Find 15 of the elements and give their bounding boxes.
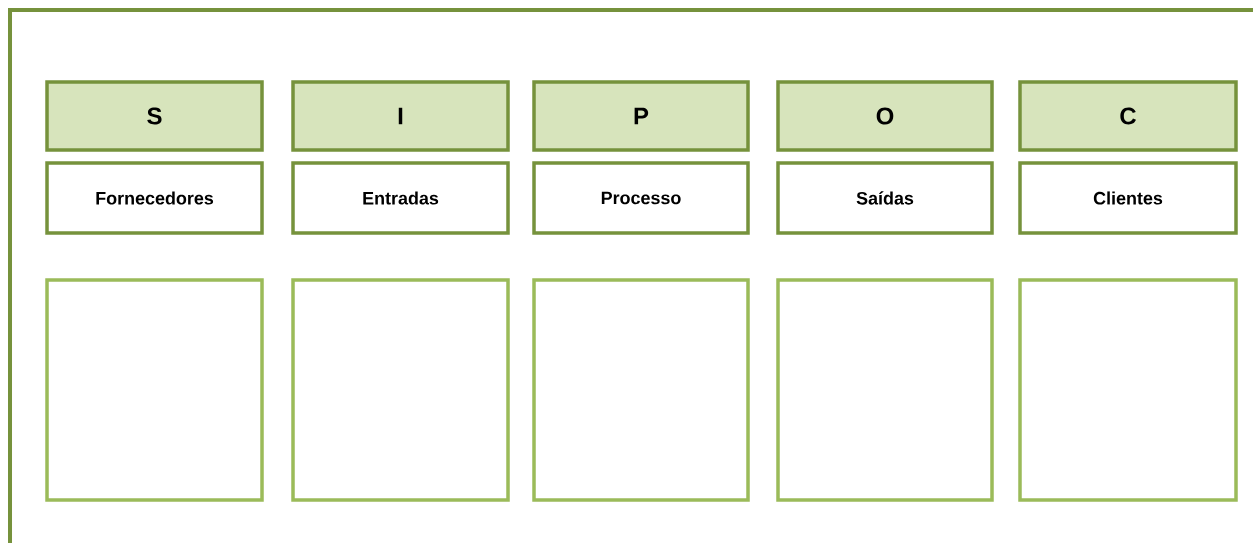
letter-box: I	[291, 80, 510, 152]
label-box: Processo	[532, 161, 750, 235]
empty-box	[291, 278, 510, 502]
label-box: Clientes	[1018, 161, 1238, 235]
label-box: Fornecedores	[45, 161, 264, 235]
empty-box	[45, 278, 264, 502]
letter-box: S	[45, 80, 264, 152]
letter-box: P	[532, 80, 750, 152]
letter-box: C	[1018, 80, 1238, 152]
letter-box: O	[776, 80, 994, 152]
label-box: Entradas	[291, 161, 510, 235]
empty-box	[776, 278, 994, 502]
label-box: Saídas	[776, 161, 994, 235]
empty-box	[532, 278, 750, 502]
empty-box	[1018, 278, 1238, 502]
